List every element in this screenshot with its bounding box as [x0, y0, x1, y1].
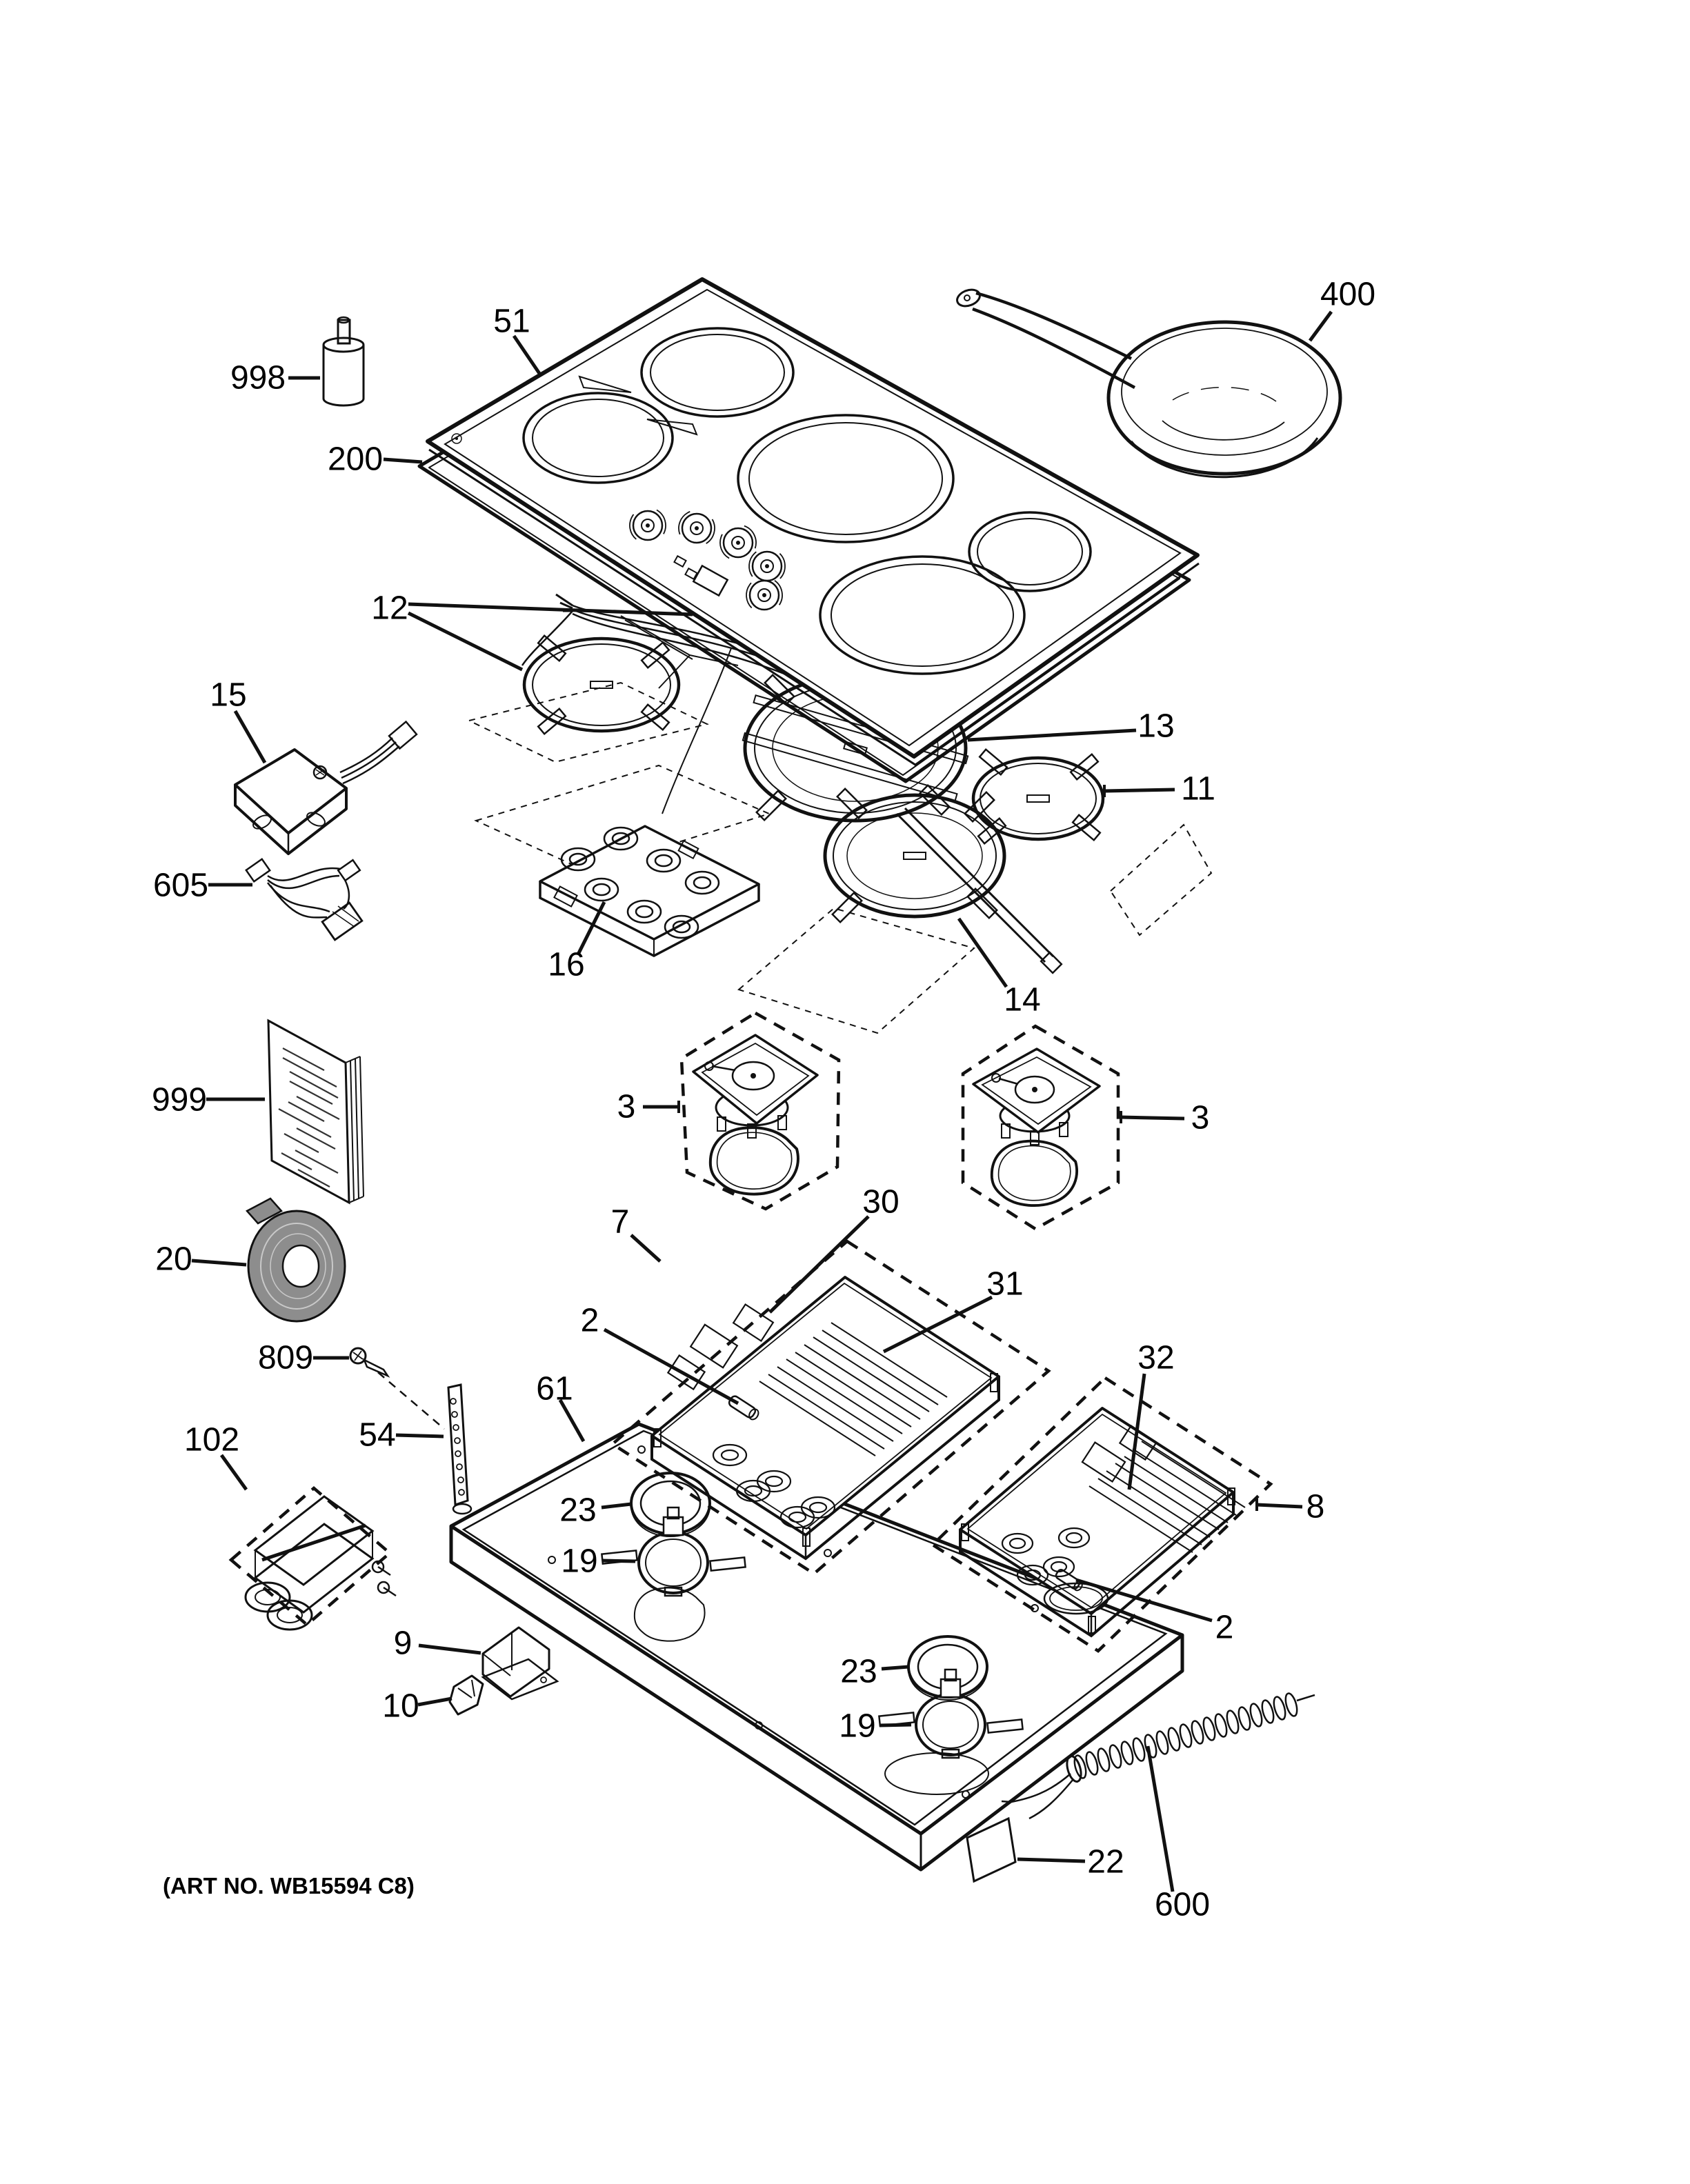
wire-harness-605: [245, 858, 364, 941]
glass-cooktop: [426, 277, 1200, 766]
insulation-sheets: [467, 681, 1213, 1034]
part-label-10: 10: [382, 1688, 419, 1725]
part-label-22: 22: [1087, 1844, 1124, 1881]
leader-30: [768, 1215, 870, 1314]
leader-23-lower: [881, 1665, 909, 1671]
leader-8: [1256, 1503, 1303, 1509]
screw-809: [349, 1347, 445, 1430]
bracket-assembly-102: [228, 1486, 397, 1631]
part-label-16: 16: [548, 947, 584, 983]
leader-12b: [407, 611, 524, 672]
leader-15: [233, 710, 267, 764]
board-8-dashed-box: [930, 1376, 1273, 1653]
part-label-23-lower: 23: [840, 1654, 877, 1690]
part-label-102: 102: [184, 1422, 239, 1459]
power-board-8: [959, 1407, 1246, 1638]
part-label-8: 8: [1306, 1489, 1325, 1525]
part-label-999: 999: [152, 1082, 207, 1119]
clip-10: [448, 1674, 484, 1716]
fan-bracket-19-upper: [601, 1506, 746, 1597]
cleaner-bottle: [322, 316, 365, 407]
fan-bracket-19-lower: [878, 1668, 1024, 1759]
part-label-20: 20: [155, 1241, 192, 1278]
frying-pan: [956, 288, 1342, 479]
label-plate-22: [966, 1816, 1017, 1883]
owners-manual: [267, 1019, 364, 1205]
part-label-54: 54: [359, 1417, 395, 1454]
part-label-3-right: 3: [1191, 1100, 1210, 1136]
leader-lines: [191, 310, 1333, 1892]
foam-tape-roll: [246, 1197, 346, 1323]
part-label-23-upper: 23: [559, 1492, 596, 1529]
induction-coil-11: [971, 748, 1105, 845]
part-label-998: 998: [230, 360, 286, 397]
part-label-400: 400: [1320, 277, 1375, 313]
leader-54: [395, 1433, 444, 1439]
part-label-809: 809: [258, 1340, 313, 1376]
art-number: (ART NO. WB15594 C8): [163, 1873, 415, 1899]
support-bracket-9: [481, 1626, 559, 1701]
part-label-200: 200: [328, 441, 383, 478]
part-label-51: 51: [493, 303, 530, 340]
leader-10: [417, 1696, 453, 1707]
leader-22: [1017, 1857, 1086, 1863]
board-7-dashed-box: [610, 1239, 1051, 1576]
leader-400: [1308, 310, 1333, 342]
part-label-31: 31: [986, 1266, 1023, 1303]
leader-16: [576, 901, 606, 956]
leader-14: [957, 917, 1008, 988]
leader-13: [967, 728, 1137, 742]
part-label-15: 15: [210, 677, 246, 714]
part-label-3-left: 3: [617, 1089, 636, 1125]
ge-logo: [451, 433, 462, 444]
leader-20: [191, 1259, 247, 1267]
leader-12a: [408, 602, 693, 617]
bracket-strip-54: [447, 1383, 473, 1515]
leader-11: [1104, 788, 1175, 793]
part-label-13: 13: [1137, 708, 1174, 745]
leader-9: [418, 1643, 481, 1655]
leader-23-upper: [601, 1502, 632, 1510]
part-label-61: 61: [536, 1371, 573, 1407]
leader-200: [383, 457, 423, 464]
part-label-2-left: 2: [581, 1303, 599, 1339]
part-label-19-upper: 19: [561, 1543, 597, 1580]
leader-600: [1146, 1745, 1175, 1892]
leader-61: [558, 1399, 586, 1443]
part-label-2-right: 2: [1215, 1610, 1234, 1646]
part-label-9: 9: [394, 1625, 412, 1662]
part-label-11: 11: [1181, 771, 1215, 808]
induction-coil-14: [823, 788, 1006, 923]
fan-assembly-left: [679, 1011, 841, 1211]
fan-assembly-right: [961, 1024, 1120, 1231]
leader-7: [630, 1234, 662, 1263]
leader-3-right: [1120, 1115, 1185, 1121]
part-label-7: 7: [611, 1204, 630, 1241]
leader-2-right: [1075, 1578, 1213, 1623]
filter-module: [234, 720, 418, 855]
part-label-600: 600: [1155, 1887, 1210, 1923]
leader-2-left: [603, 1328, 739, 1405]
power-board-7: [650, 1276, 1000, 1561]
part-label-19-lower: 19: [839, 1708, 875, 1745]
fan-gasket: [990, 1139, 1078, 1208]
leader-32: [1127, 1373, 1146, 1490]
leader-31: [882, 1295, 993, 1354]
leader-102: [219, 1454, 248, 1491]
coil-board-16: [539, 825, 760, 957]
part-label-14: 14: [1004, 982, 1040, 1019]
induction-coil-12: [522, 634, 681, 735]
part-label-605: 605: [153, 868, 208, 904]
leader-51: [512, 334, 542, 376]
power-conduit-600: [1001, 1692, 1315, 1820]
part-label-32: 32: [1137, 1340, 1174, 1376]
part-label-30: 30: [862, 1184, 899, 1221]
part-label-12: 12: [371, 590, 408, 627]
